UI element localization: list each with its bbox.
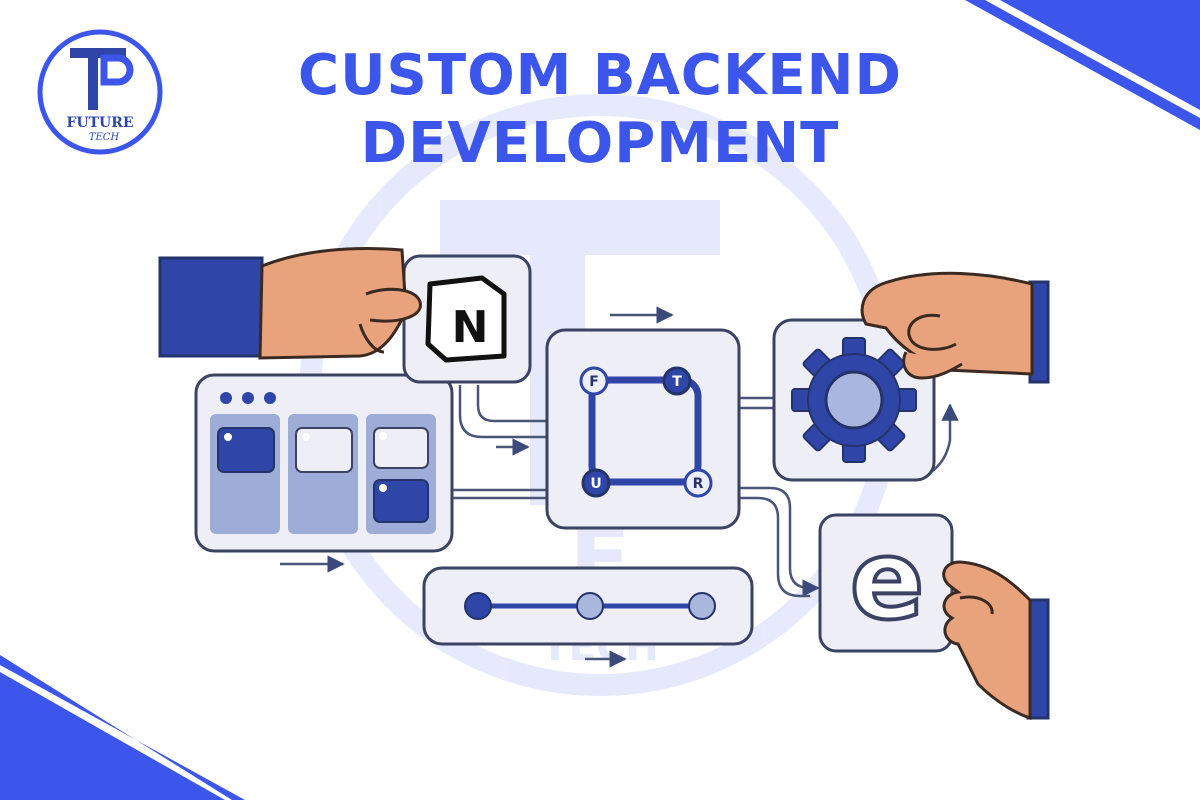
connector-lines — [280, 306, 959, 668]
svg-text:N: N — [452, 302, 489, 353]
hand-bottom-right — [942, 560, 1050, 721]
network-node-u: U — [581, 468, 611, 498]
hand-top-left — [158, 247, 422, 360]
corner-stripe-bottom-left — [0, 672, 225, 800]
notion-icon: N — [425, 275, 507, 363]
logo-name-bottom: TECH — [89, 132, 120, 143]
timeline-slider-icon — [422, 566, 754, 646]
network-node-t: T — [662, 366, 692, 396]
dashboard-window-icon — [194, 373, 454, 553]
edge-browser-icon: e — [848, 514, 927, 646]
svg-text:e: e — [850, 516, 925, 644]
page-title-line-2: DEVELOPMENT — [360, 111, 840, 176]
svg-text:U: U — [590, 476, 601, 492]
network-node-f: F — [579, 366, 609, 396]
logo-name-top: FUTURE — [66, 115, 133, 131]
page-title-line-1: CUSTOM BACKEND — [297, 43, 903, 108]
gear-icon — [791, 337, 917, 463]
future-tech-logo: FUTURE TECH — [37, 29, 163, 155]
network-node-r: R — [683, 468, 713, 498]
corner-stripe-top-right — [1000, 0, 1200, 110]
svg-text:F: F — [589, 374, 599, 390]
corner-stripe-top-right-thin — [965, 0, 1200, 130]
svg-text:R: R — [693, 476, 704, 492]
svg-text:T: T — [672, 374, 682, 390]
hand-top-right — [860, 271, 1050, 384]
network-card — [545, 328, 741, 530]
